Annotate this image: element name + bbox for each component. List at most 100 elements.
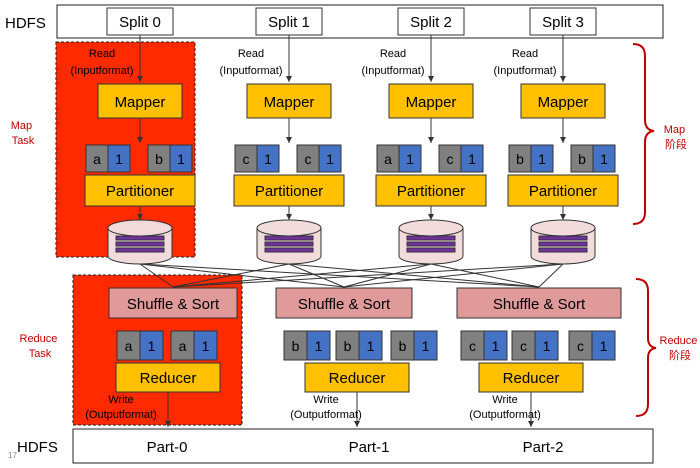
value-label: 1: [492, 338, 500, 354]
key-label: b: [344, 338, 352, 354]
value-label: 1: [115, 151, 123, 167]
disk-stack-bar: [115, 235, 165, 241]
shuffle-flow-line: [430, 263, 540, 288]
key-label: c: [243, 151, 250, 167]
shuffle-flow-line: [139, 263, 540, 288]
mapper-label: Mapper: [538, 94, 589, 111]
partitioner-label: Partitioner: [529, 183, 597, 200]
value-box: [193, 330, 218, 361]
shuffle-box: [275, 287, 413, 319]
map-stage-label: Map 阶段: [664, 124, 688, 151]
reduce-stage-label: Reduce 阶段: [660, 335, 700, 362]
value-box: [413, 330, 438, 361]
split-label: Split 0: [119, 14, 161, 31]
key-label: c: [469, 338, 476, 354]
reduce-stage-line: 阶段: [669, 348, 691, 362]
disk-top: [398, 219, 464, 237]
shuffle-flow-line: [139, 263, 174, 288]
disk-stack-bar: [264, 241, 314, 247]
read-inputformat-label: (Inputformat): [494, 65, 557, 77]
value-label: 1: [600, 151, 608, 167]
value-label: 1: [202, 338, 210, 354]
partitioner-label: Partitioner: [255, 183, 323, 200]
split-box: [397, 7, 465, 36]
mapper-label: Mapper: [115, 94, 166, 111]
value-box: [530, 144, 554, 173]
map-task-line: Task: [12, 135, 35, 147]
reducer-label: Reducer: [329, 370, 386, 387]
part-label: Part-2: [523, 439, 564, 456]
value-box: [592, 144, 616, 173]
reducer-box: [478, 362, 584, 393]
value-box: [534, 330, 559, 361]
value-box: [256, 144, 280, 173]
key-label: a: [93, 151, 101, 167]
shuffle-flow-line: [172, 263, 290, 288]
partitioner-box: [233, 174, 345, 207]
split-box: [529, 7, 597, 36]
page-number: 17: [8, 451, 17, 460]
map-stage-line: 阶段: [665, 137, 687, 151]
split-label: Split 3: [542, 14, 584, 31]
map-task-line: Map: [11, 120, 32, 132]
value-box: [107, 144, 131, 173]
split-box: [106, 7, 174, 36]
value-label: 1: [326, 151, 334, 167]
value-label: 1: [406, 151, 414, 167]
disk-stack-bar: [264, 235, 314, 241]
read-label: Read: [512, 48, 538, 60]
shuffle-flow-line: [538, 263, 564, 288]
value-box: [139, 330, 164, 361]
reduce-task-line: Task: [29, 348, 52, 360]
value-label: 1: [543, 338, 551, 354]
key-label: c: [577, 338, 584, 354]
disk-stack-bar: [115, 247, 165, 253]
key-label: b: [155, 151, 163, 167]
value-label: 1: [538, 151, 546, 167]
key-label: b: [292, 338, 300, 354]
value-box: [398, 144, 422, 173]
disk-top: [530, 219, 596, 237]
reduce-task-line: Reduce: [20, 333, 58, 345]
mapper-box: [246, 83, 332, 119]
value-box: [483, 330, 508, 361]
value-label: 1: [600, 338, 608, 354]
read-label: Read: [89, 48, 115, 60]
write-outputformat-label: (Outputformat): [469, 409, 541, 421]
shuffle-flow-line: [343, 263, 564, 288]
shuffle-label: Shuffle & Sort: [493, 296, 586, 313]
split-label: Split 2: [410, 14, 452, 31]
shuffle-label: Shuffle & Sort: [298, 296, 391, 313]
shuffle-flow-line: [288, 263, 540, 288]
disk-top: [256, 219, 322, 237]
reducer-label: Reducer: [140, 370, 197, 387]
value-label: 1: [367, 338, 375, 354]
partitioner-label: Partitioner: [397, 183, 465, 200]
value-label: 1: [148, 338, 156, 354]
disk-stack-bar: [538, 247, 588, 253]
value-box: [318, 144, 342, 173]
value-box: [358, 330, 383, 361]
write-outputformat-label: (Outputformat): [85, 409, 157, 421]
value-label: 1: [468, 151, 476, 167]
key-label: c: [447, 151, 454, 167]
write-label: Write: [108, 394, 133, 406]
read-label: Read: [238, 48, 264, 60]
write-outputformat-label: (Outputformat): [290, 409, 362, 421]
mapper-box: [97, 83, 183, 119]
shuffle-flow-line: [172, 263, 432, 288]
shuffle-label: Shuffle & Sort: [127, 296, 220, 313]
map-task-label: Map Task: [11, 120, 35, 147]
disk-stack-bar: [406, 247, 456, 253]
value-box: [169, 144, 193, 173]
partitioner-box: [507, 174, 619, 207]
split-label: Split 1: [268, 14, 310, 31]
write-label: Write: [492, 394, 517, 406]
partitioner-box: [375, 174, 487, 207]
key-label: b: [399, 338, 407, 354]
disk-stack-bar: [406, 235, 456, 241]
partitioner-label: Partitioner: [106, 183, 174, 200]
write-label: Write: [313, 394, 338, 406]
hdfs-top-label: HDFS: [5, 15, 46, 32]
